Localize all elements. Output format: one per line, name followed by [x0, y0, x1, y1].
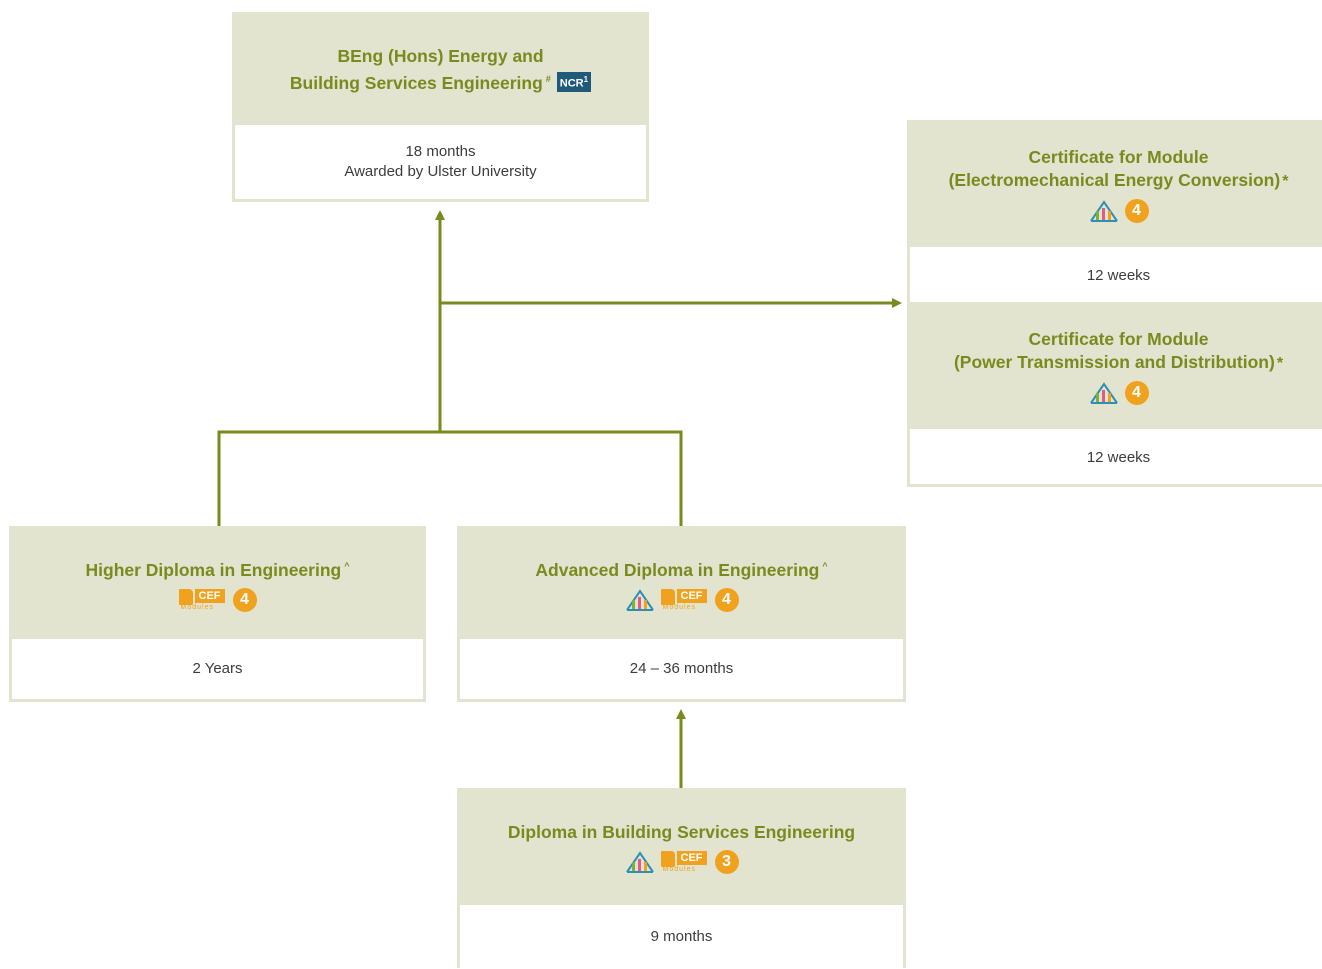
- diploma-bse-card: Diploma in Building Services Engineering…: [457, 788, 906, 968]
- qf-level-badge: 4: [714, 587, 739, 612]
- qf-pillar-icon: [625, 589, 654, 611]
- beng-header: BEng (Hons) Energy and Building Services…: [235, 15, 646, 125]
- advanced-diploma-mark: ^: [822, 561, 828, 572]
- diploma-bse-header: Diploma in Building Services Engineering…: [460, 791, 903, 905]
- qf-level-badge: 4: [232, 587, 257, 612]
- higher-diploma-title: Higher Diploma in Engineering: [85, 559, 342, 580]
- cert-emec-title-line2: (Electromechanical Energy Conversion): [948, 170, 1281, 190]
- advanced-diploma-body: 24 – 36 months: [460, 639, 903, 699]
- cert-ptd-header: Certificate for Module (Power Transmissi…: [910, 305, 1322, 429]
- higher-diploma-body: 2 Years: [12, 639, 423, 699]
- cert-ptd-mark: *: [1276, 355, 1284, 372]
- qf-pillar-icon: [625, 851, 654, 873]
- advanced-diploma-title: Advanced Diploma in Engineering: [535, 559, 820, 580]
- cert-emec-body: 12 weeks: [910, 247, 1322, 305]
- diploma-bse-body: 9 months: [460, 905, 903, 969]
- cert-emec-header: Certificate for Module (Electromechanica…: [910, 123, 1322, 247]
- connector-diplomas-join: [217, 430, 683, 526]
- higher-diploma-duration: 2 Years: [192, 660, 243, 677]
- advanced-diploma-duration: 24 – 36 months: [629, 660, 734, 677]
- beng-mark: #: [545, 74, 551, 85]
- beng-title-line1: BEng (Hons) Energy and: [337, 46, 544, 67]
- cert-emec-duration: 12 weeks: [1086, 267, 1151, 284]
- beng-card: BEng (Hons) Energy and Building Services…: [232, 12, 649, 202]
- cert-emec-card: Certificate for Module (Electromechanica…: [907, 120, 1322, 305]
- cert-emec-mark: *: [1282, 173, 1289, 190]
- cert-ptd-title-line2: (Power Transmission and Distribution): [953, 352, 1275, 372]
- qf-level-badge: 4: [1124, 199, 1149, 223]
- beng-awarded: Awarded by Ulster University: [344, 163, 537, 180]
- qf-pillar-icon: [1089, 382, 1118, 404]
- cert-ptd-title-line1: Certificate for Module: [1028, 329, 1209, 349]
- beng-duration: 18 months: [405, 143, 476, 160]
- diploma-bse-duration: 9 months: [650, 928, 713, 945]
- cert-ptd-card: Certificate for Module (Power Transmissi…: [907, 302, 1322, 487]
- ncr-badge: NCR1: [556, 72, 592, 92]
- qf-level-badge: 4: [1124, 381, 1149, 405]
- cert-emec-title-line1: Certificate for Module: [1028, 147, 1209, 167]
- qf-pillar-icon: [1089, 200, 1118, 222]
- beng-body: 18 months Awarded by Ulster University: [235, 125, 646, 199]
- higher-diploma-mark: ^: [344, 561, 350, 572]
- cert-ptd-body: 12 weeks: [910, 429, 1322, 487]
- diploma-bse-title: Diploma in Building Services Engineering: [507, 822, 856, 842]
- qf-level-badge: 3: [714, 850, 739, 874]
- cert-ptd-duration: 12 weeks: [1086, 449, 1151, 466]
- beng-title-line2: Building Services Engineering: [289, 72, 543, 93]
